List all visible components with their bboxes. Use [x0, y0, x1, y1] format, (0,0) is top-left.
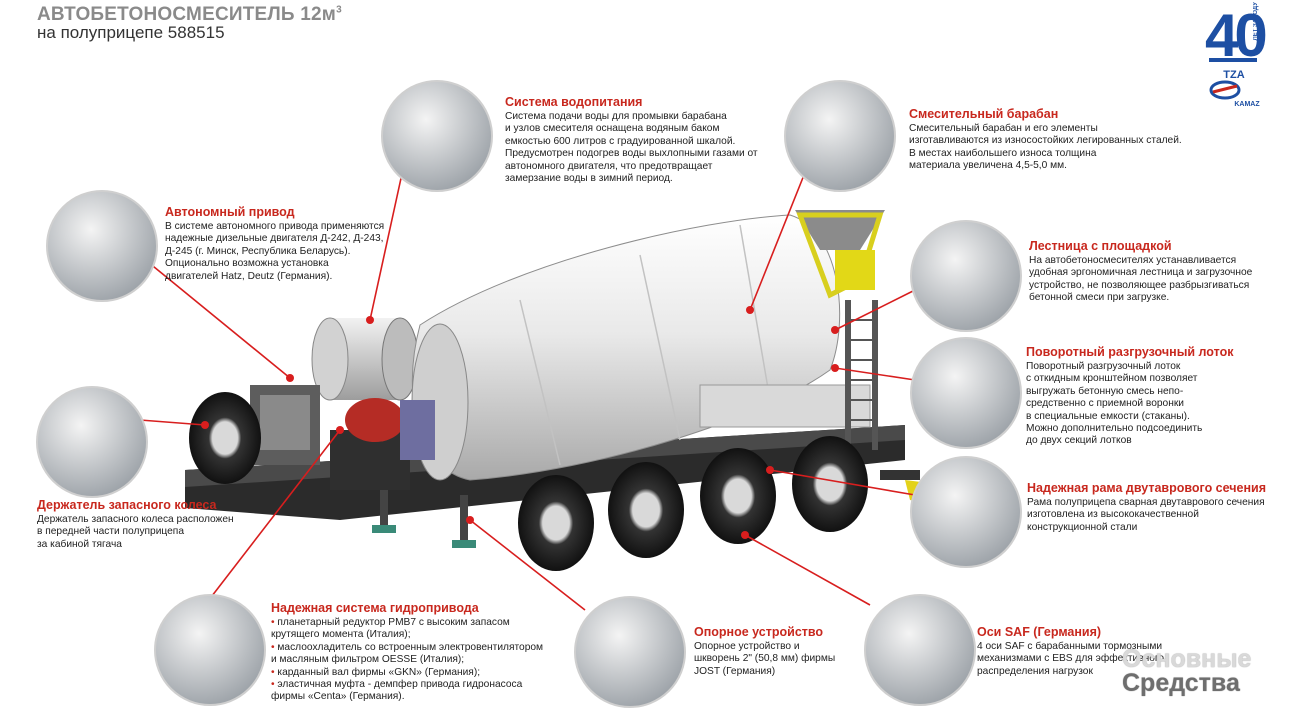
watermark-line2: Средства [1122, 669, 1240, 697]
callout-frame: Надежная рама двутаврового сечения Рама … [1027, 481, 1266, 534]
callout-text: В системе автономного привода применяютс… [165, 221, 385, 282]
logo-40-graphic: 40 TZA KAMAZ [1205, 2, 1269, 108]
callout-title: Оси SAF (Германия) [977, 625, 1102, 639]
engine-assembly [250, 385, 435, 490]
callout-title: Система водопитания [505, 95, 643, 109]
callout-axles: Оси SAF (Германия) 4 оси SAF с барабанны… [977, 625, 1164, 678]
logo-number: 40 [1205, 2, 1265, 69]
callout-bullet-list: • планетарный редуктор PMB7 с высоким за… [271, 617, 543, 704]
callout-support-device: Опорное устройство Опорное устройство и … [694, 625, 835, 678]
landing-gear [372, 490, 476, 548]
brand-logo: 40 TZA KAMAZ ЛЕТ ЗАВОДУ [1203, 0, 1269, 110]
list-item: • маслоохладитель со встроенным электров… [271, 641, 544, 653]
callout-autonomous-drive: Автономный привод В системе автономного … [165, 205, 384, 283]
list-item: и масляным фильтром OESSE (Италия); [271, 654, 465, 666]
callout-text: 4 оси SAF с барабанными тормозными механ… [977, 641, 1165, 677]
list-item: • карданный вал фирмы «GKN» (Германия); [271, 666, 481, 678]
list-item: • эластичная муфта - демпфер привода гид… [271, 679, 523, 691]
loading-hopper [795, 210, 885, 299]
callout-ladder: Лестница с площадкой На автобетоносмесит… [1029, 239, 1252, 305]
watermark-line1: Основные [1122, 645, 1252, 673]
list-item: • планетарный редуктор PMB7 с высоким за… [271, 617, 510, 628]
callout-title: Автономный привод [165, 205, 295, 219]
page-title: АВТОБЕТОНОСМЕСИТЕЛЬ 12м3 [37, 4, 342, 26]
callout-text: Держатель запасного колеса расположен в … [37, 514, 234, 550]
title-superscript: 3 [336, 4, 342, 16]
list-item: крутящего момента (Италия); [271, 629, 411, 641]
callout-text: Поворотный разгрузочный лоток с откидным… [1026, 361, 1203, 447]
watermark: Основные Средства [1122, 645, 1252, 697]
callout-title: Поворотный разгрузочный лоток [1026, 345, 1234, 359]
callout-text: Система подачи воды для промывки барабан… [505, 111, 758, 185]
callout-mixing-drum: Смесительный барабан Смесительный бараба… [909, 107, 1182, 173]
callout-title: Опорное устройство [694, 625, 824, 639]
page-subtitle: на полуприцепе 588515 [37, 23, 225, 42]
axle-wheels [518, 436, 868, 571]
spare-wheel [189, 392, 261, 484]
list-item: фирмы «Centa» (Германия). [271, 691, 405, 703]
callout-title: Лестница с площадкой [1029, 239, 1172, 253]
callout-title: Смесительный барабан [909, 107, 1059, 121]
callout-spare-wheel-holder: Держатель запасного колеса Держатель зап… [37, 498, 234, 551]
callout-text: Опорное устройство и шкворень 2" (50,8 м… [694, 641, 836, 677]
photo-circles [36, 80, 1022, 708]
callout-text: Рама полуприцепа сварная двутаврового се… [1027, 497, 1265, 533]
logo-brand: TZA [1223, 69, 1244, 81]
pointer-lines [139, 159, 916, 611]
callout-hydraulic-system: Надежная система гидропривода • планетар… [271, 601, 543, 704]
logo-partner: KAMAZ [1234, 101, 1260, 108]
callout-discharge-chute: Поворотный разгрузочный лоток Поворотный… [1026, 345, 1233, 448]
callout-title: Надежная система гидропривода [271, 601, 479, 615]
callout-text: Смесительный барабан и его элементы изго… [909, 123, 1182, 172]
callout-text: На автобетоносмесителях устанавливается … [1029, 255, 1253, 304]
title-text: АВТОБЕТОНОСМЕСИТЕЛЬ 12м [37, 4, 337, 25]
water-tank [311, 317, 419, 401]
pointer-dots [201, 306, 839, 539]
callout-title: Держатель запасного колеса [37, 498, 217, 512]
callout-water-system: Система водопитания Система подачи воды … [505, 95, 758, 185]
callout-title: Надежная рама двутаврового сечения [1027, 481, 1267, 495]
